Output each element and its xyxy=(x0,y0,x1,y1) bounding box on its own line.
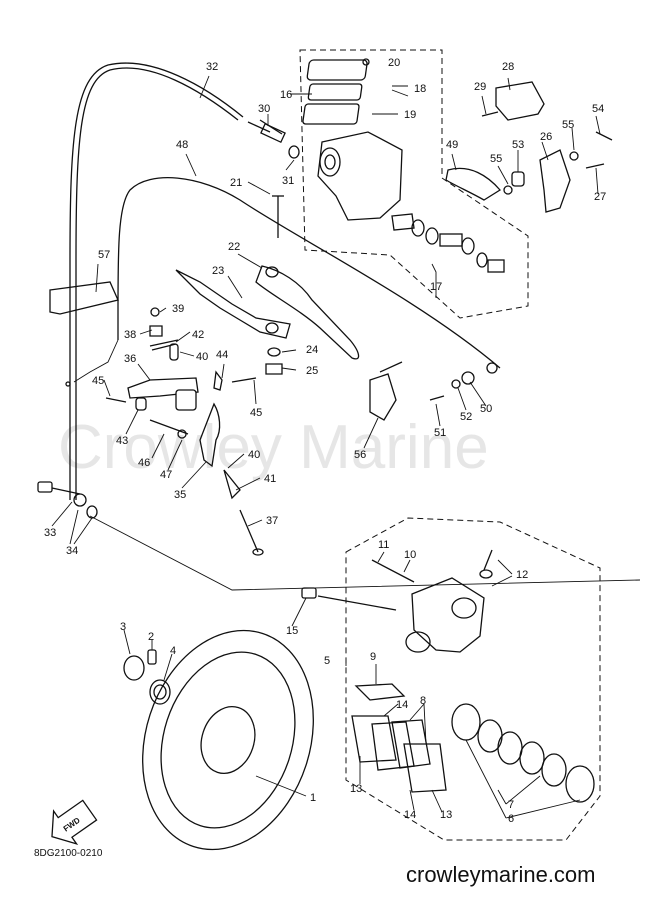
callout-38: 38 xyxy=(124,329,136,341)
callout-20: 20 xyxy=(388,57,400,69)
diagram-code: 8DG2100-0210 xyxy=(34,848,103,859)
cable-end-bolts xyxy=(37,481,641,591)
fwd-arrow-icon: FWD xyxy=(51,799,98,845)
callout-21: 21 xyxy=(230,177,242,189)
callout-37: 37 xyxy=(266,515,278,527)
callout-13b: 13 xyxy=(440,809,452,821)
callout-42: 42 xyxy=(192,329,204,341)
callout-28: 28 xyxy=(502,61,514,73)
callout-26: 26 xyxy=(540,131,552,143)
callout-34: 34 xyxy=(66,545,78,557)
leader-lines xyxy=(51,75,601,819)
callout-55b: 55 xyxy=(490,153,502,165)
callout-35: 35 xyxy=(174,489,186,501)
callout-12: 12 xyxy=(516,569,528,581)
callout-57: 57 xyxy=(98,249,110,261)
callout-15: 15 xyxy=(286,625,298,637)
callout-14b: 14 xyxy=(404,809,416,821)
callout-4: 4 xyxy=(170,645,176,657)
linkage-parts xyxy=(105,307,264,556)
callout-48: 48 xyxy=(176,139,188,151)
callout-40b: 40 xyxy=(248,449,260,461)
brake-disc xyxy=(123,629,314,851)
callout-5: 5 xyxy=(324,655,330,667)
callout-41: 41 xyxy=(264,473,276,485)
callout-53: 53 xyxy=(512,139,524,151)
callout-44: 44 xyxy=(216,349,228,361)
callout-1: 1 xyxy=(310,792,316,804)
callout-47: 47 xyxy=(160,469,172,481)
callout-45b: 45 xyxy=(250,407,262,419)
callout-3: 3 xyxy=(120,621,126,633)
callout-7: 7 xyxy=(508,799,514,811)
master-cylinder-group xyxy=(299,49,529,319)
callout-33: 33 xyxy=(44,527,56,539)
callout-45a: 45 xyxy=(92,375,104,387)
callout-11: 11 xyxy=(378,539,389,551)
callout-49: 49 xyxy=(446,139,458,151)
callout-23: 23 xyxy=(212,265,224,277)
fwd-label: FWD xyxy=(62,816,82,834)
callout-50: 50 xyxy=(480,403,492,415)
cable-assembly xyxy=(49,62,501,500)
callout-54: 54 xyxy=(592,103,604,115)
callout-25: 25 xyxy=(306,365,318,377)
callout-13a: 13 xyxy=(350,783,362,795)
callout-32: 32 xyxy=(206,61,218,73)
callout-17: 17 xyxy=(430,281,442,293)
callout-29: 29 xyxy=(474,81,486,93)
callout-43: 43 xyxy=(116,435,128,447)
callout-39: 39 xyxy=(172,303,184,315)
callout-51: 51 xyxy=(434,427,446,439)
callout-18: 18 xyxy=(414,83,426,95)
callout-55a: 55 xyxy=(562,119,574,131)
callout-6: 6 xyxy=(508,813,514,825)
brake-switch-parts xyxy=(369,81,613,421)
site-url: crowleymarine.com xyxy=(406,862,596,887)
callout-52: 52 xyxy=(460,411,472,423)
callout-27: 27 xyxy=(594,191,606,203)
brake-lever xyxy=(175,195,360,375)
callout-19: 19 xyxy=(404,109,416,121)
callout-8: 8 xyxy=(420,695,426,707)
callout-46: 46 xyxy=(138,457,150,469)
callout-14a: 14 xyxy=(396,699,408,711)
callout-16: 16 xyxy=(280,89,292,101)
callout-36: 36 xyxy=(124,353,136,365)
callout-2: 2 xyxy=(148,631,154,643)
callout-30: 30 xyxy=(258,103,270,115)
caliper-group xyxy=(301,517,601,841)
callout-40a: 40 xyxy=(196,351,208,363)
callout-22: 22 xyxy=(228,241,240,253)
callout-31: 31 xyxy=(282,175,294,187)
callout-56: 56 xyxy=(354,449,366,461)
callout-10: 10 xyxy=(404,549,416,561)
callout-9: 9 xyxy=(370,651,376,663)
callout-24: 24 xyxy=(306,344,318,356)
watermark-text: Crowley Marine xyxy=(58,413,489,482)
callout-labels: 1 2 3 4 5 6 7 8 9 10 11 12 13 13 14 14 1… xyxy=(44,57,606,825)
